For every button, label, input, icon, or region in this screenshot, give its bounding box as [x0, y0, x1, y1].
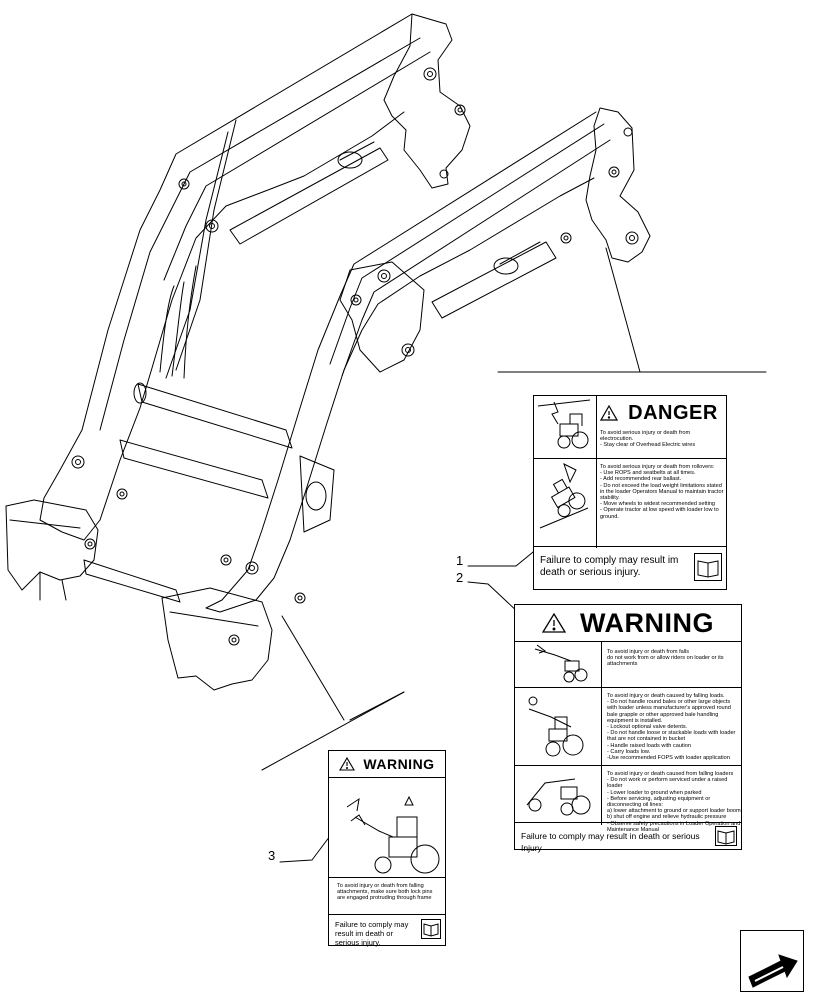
manual-book-icon [421, 919, 441, 939]
leader-line-warning-2 [349, 691, 405, 721]
danger-text-electrocution: To avoid serious injury or death from el… [600, 430, 696, 449]
leader-line-danger [497, 247, 641, 373]
warning-decal-small: WARNING To avoid injury or death from fa… [328, 750, 447, 947]
danger-decal: DANGER To avoid serious injury or death … [533, 395, 727, 590]
danger-title: DANGER [628, 401, 718, 424]
warning-large-header: WARNING [515, 607, 741, 639]
rider-falling-from-loader-icon [534, 644, 588, 683]
callout-number-2: 2 [456, 570, 464, 585]
manual-book-icon [694, 553, 722, 581]
falling-attachment-icon [346, 795, 440, 874]
next-page-arrow-button[interactable] [740, 930, 804, 992]
alert-triangle-icon [542, 613, 566, 633]
warning-decal-large: WARNING To avoid injury or death from fa… [514, 604, 742, 853]
danger-header-symbol-cell [534, 396, 597, 458]
warning-text-falling-loaders: To avoid injury or death caused from fal… [607, 771, 741, 833]
warning-falls-cell [515, 641, 602, 687]
warning-small-header: WARNING [329, 753, 445, 775]
danger-rollover-cell [534, 458, 597, 548]
leader-line-warning-1 [261, 691, 405, 771]
warning-text-falls: To avoid injury or death from falls do n… [607, 649, 724, 668]
warning-text-falling-loads: To avoid injury or death caused by falli… [607, 693, 736, 762]
danger-header: DANGER [596, 400, 722, 426]
callout-number-1: 1 [456, 553, 464, 568]
leader-line-callout-2 [467, 581, 521, 615]
leader-line-callout-1 [467, 547, 539, 567]
power-line-tractor-icon [537, 399, 591, 449]
callout-number-3: 3 [268, 848, 276, 863]
warning-falling-load-cell [515, 687, 602, 765]
next-page-arrow-icon [748, 954, 798, 988]
manual-book-icon [715, 826, 737, 846]
warning-small-footer-text: Failure to comply may result im death or… [335, 920, 409, 947]
warning-small-title: WARNING [363, 756, 435, 772]
warning-large-title: WARNING [580, 607, 714, 638]
falling-bale-icon [528, 696, 584, 757]
alert-triangle-icon [600, 405, 619, 421]
warning-small-picture-cell [329, 777, 447, 877]
warning-falling-loader-cell [515, 765, 602, 825]
rollover-tractor-icon [539, 463, 589, 529]
warning-small-text: To avoid injury or death from falling at… [337, 883, 433, 902]
alert-triangle-icon [339, 757, 356, 771]
danger-text-rollover: To avoid serious injury or death from ro… [600, 464, 724, 520]
warning-large-footer-text: Failure to comply may result in death or… [521, 831, 700, 853]
danger-footer-text: Failure to comply may result im death or… [540, 555, 679, 578]
leader-line-callout-3 [279, 835, 331, 863]
falling-loader-icon [526, 778, 591, 816]
